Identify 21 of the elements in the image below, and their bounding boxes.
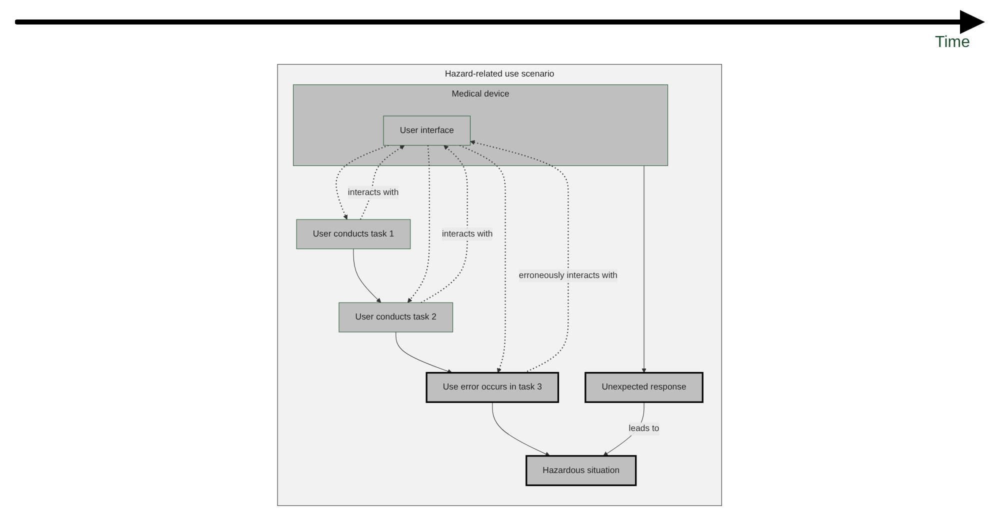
- node-box: Use error occurs in task 3: [426, 372, 560, 403]
- node-box: Unexpected response: [585, 372, 704, 403]
- node-box: User conducts task 1: [296, 219, 412, 250]
- axis-label: Time: [935, 34, 970, 52]
- arrow: [492, 402, 550, 456]
- arrow: [642, 165, 647, 373]
- edge-label: interacts with: [442, 229, 494, 239]
- arrow: [421, 145, 468, 304]
- arrow: [460, 144, 506, 373]
- edge-label: interacts with: [348, 188, 400, 197]
- arrow: [360, 145, 406, 220]
- arrow: [354, 248, 382, 303]
- arrow: [336, 144, 390, 220]
- node-box: User conducts task 2: [339, 302, 454, 332]
- arrow: [408, 145, 430, 303]
- arrow: [396, 332, 453, 374]
- edge-label: erroneously interacts with: [519, 270, 618, 280]
- arrow: [470, 140, 570, 374]
- node-box: Hazardous situation: [526, 455, 638, 486]
- node-box: User interface: [384, 116, 471, 146]
- edge-label: leads to: [629, 424, 660, 434]
